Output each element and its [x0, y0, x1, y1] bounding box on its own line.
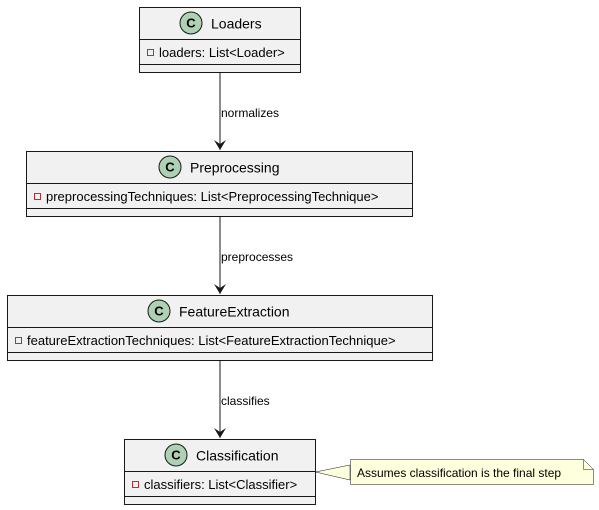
class-preprocessing[interactable]: C Preprocessing preprocessingTechniques:…: [26, 151, 413, 217]
class-attribute: featureExtractionTechniques: List<Featur…: [27, 333, 396, 348]
class-attribute: loaders: List<Loader>: [159, 45, 285, 60]
relation-classifies[interactable]: classifies: [214, 361, 270, 438]
class-name: FeatureExtraction: [179, 304, 290, 320]
private-visibility-icon: [34, 193, 41, 200]
class-stereotype-icon: [164, 443, 188, 467]
class-stereotype-icon: [158, 155, 182, 179]
class-stereotype-icon: [179, 11, 203, 35]
class-loaders[interactable]: C Loaders loaders: List<Loader>: [139, 7, 301, 73]
private-visibility-icon: [147, 49, 154, 56]
class-stereotype-letter: C: [154, 304, 164, 319]
class-feature-extraction[interactable]: C FeatureExtraction featureExtractionTec…: [7, 295, 433, 361]
note-fold: [583, 459, 594, 470]
relation-normalizes[interactable]: normalizes: [214, 73, 279, 150]
relation-preprocesses[interactable]: preprocesses: [214, 217, 293, 294]
private-visibility-icon: [132, 481, 139, 488]
class-name: Loaders: [211, 16, 262, 32]
class-attribute: preprocessingTechniques: List<Preprocess…: [46, 189, 378, 204]
note[interactable]: Assumes classification is the final step: [315, 459, 594, 485]
private-visibility-icon: [15, 337, 22, 344]
note-connector: [315, 464, 351, 481]
class-stereotype-icon: [147, 299, 171, 323]
relation-label: preprocesses: [221, 250, 293, 264]
class-classification[interactable]: C Classification classifiers: List<Class…: [124, 439, 316, 505]
class-name: Classification: [196, 448, 278, 464]
note-text: Assumes classification is the final step: [357, 466, 561, 480]
class-stereotype-letter: C: [171, 448, 181, 463]
relation-label: normalizes: [221, 106, 279, 120]
class-name: Preprocessing: [190, 160, 280, 176]
class-stereotype-letter: C: [186, 16, 196, 31]
class-attribute: classifiers: List<Classifier>: [144, 477, 297, 492]
class-stereotype-letter: C: [165, 160, 175, 175]
note-box: [350, 459, 594, 485]
relation-label: classifies: [221, 394, 270, 408]
